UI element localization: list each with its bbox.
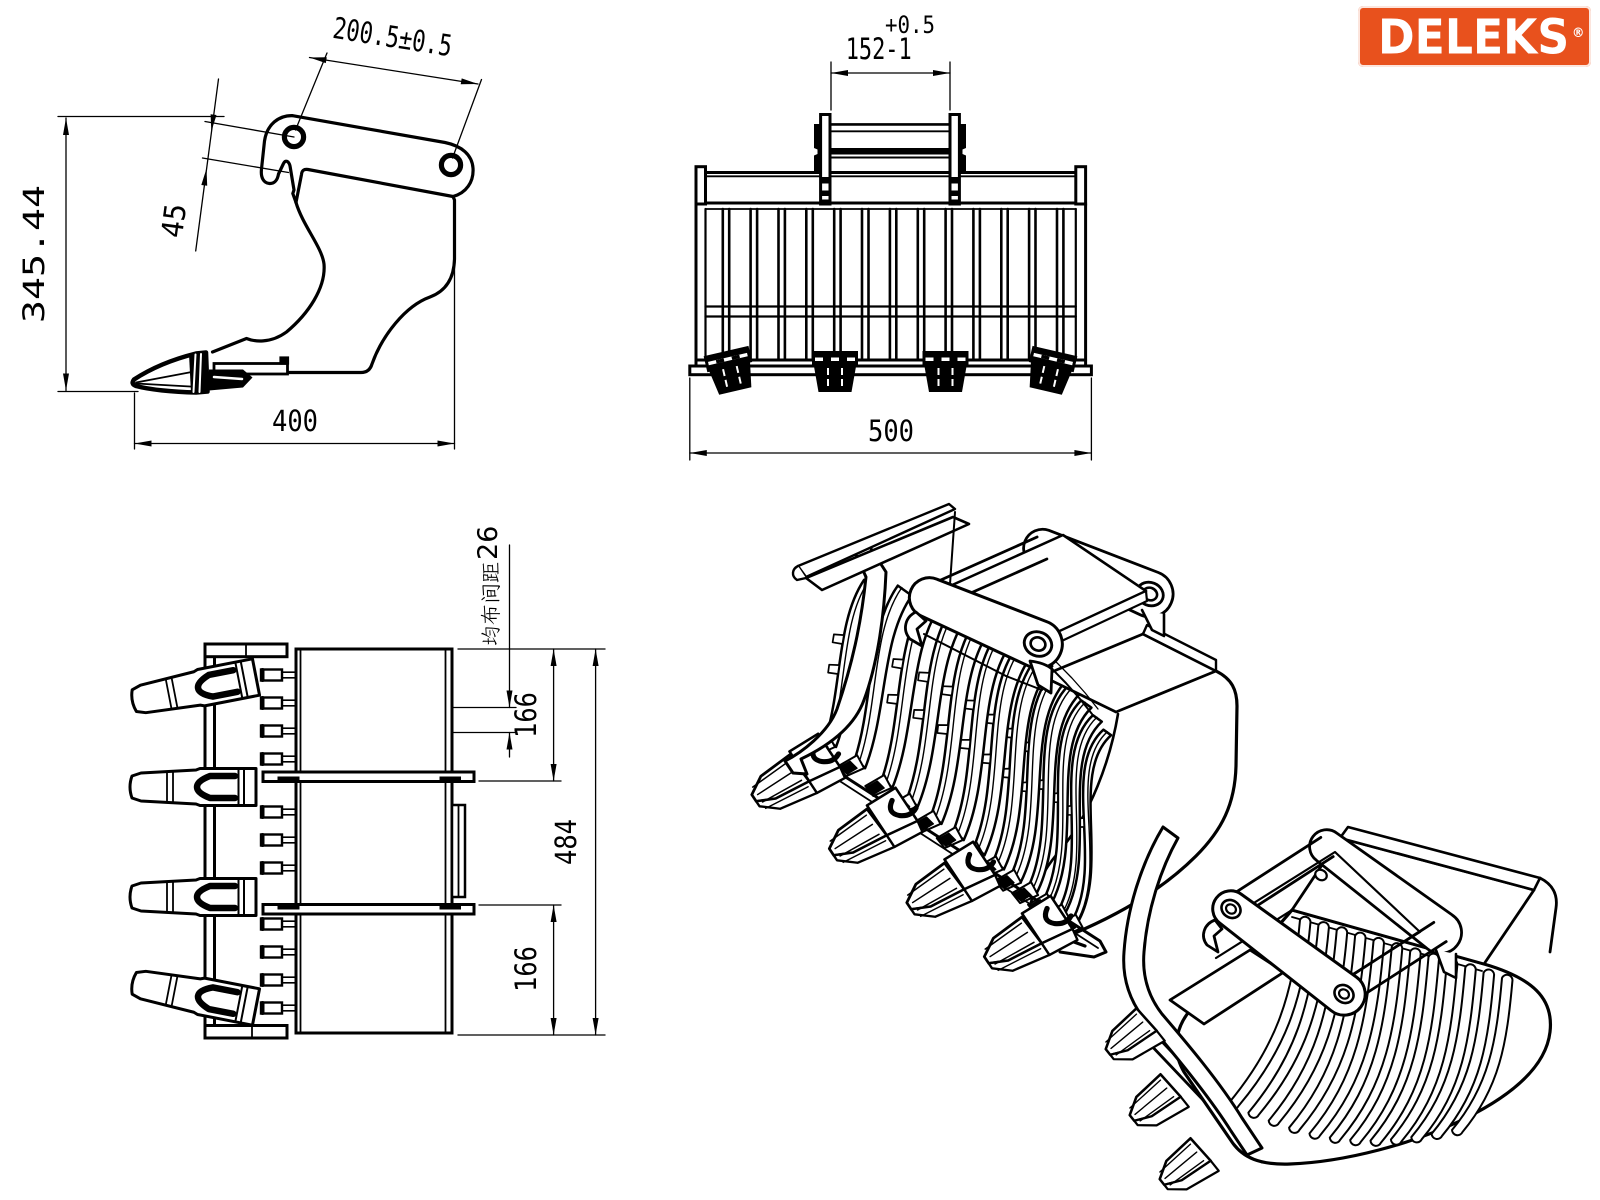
iso-tooth [905,840,1002,918]
cjk-glyph [481,627,500,646]
plan-tooth [130,657,262,715]
side-dimensions: 345.44 400 200.5±0.5 45 [17,11,483,450]
dim-front-mount-width: 152-1 [846,32,912,66]
front-tooth [703,345,753,395]
dim-side-depth: 400 [272,404,318,438]
side-bucket-body [210,113,475,375]
cjk-glyph [480,605,501,625]
digit-glyph [476,527,498,541]
dim-plan-section-top: 166 [509,692,543,738]
cjk-glyph [482,562,499,583]
plan-tooth [128,767,258,807]
dim-front-width: 500 [868,414,914,448]
iso-tooth [1104,1006,1166,1061]
deleks-logo: DELEKS® [1358,6,1591,67]
plan-tooth [128,877,258,917]
iso-tooth [1128,1072,1190,1127]
view-front: +0.5 152-1 500 [688,11,1093,461]
view-iso-rear [1104,825,1558,1191]
cjk-glyph [481,585,501,602]
dim-front-mount-tolerance: +0.5 [885,11,935,39]
view-iso-front [750,502,1239,972]
side-pin-holes [281,124,464,178]
digit-glyph [476,545,497,559]
iso-tooth [750,732,847,810]
plan-teeth [128,657,262,1027]
view-plan: 均布间距26 166 484 166 [128,527,606,1040]
plan-tooth [130,969,262,1027]
dim-side-plate-width: 45 [155,202,193,240]
front-tooth [812,351,858,392]
logo-brand-text: DELEKS [1378,8,1570,65]
front-teeth [703,345,1078,395]
front-tooth [922,351,969,392]
view-side: 345.44 400 200.5±0.5 45 [17,11,483,450]
dim-plan-total-width: 484 [549,819,583,865]
dim-plan-section-bottom: 166 [509,946,543,992]
front-mount-bracket [814,113,966,206]
side-tooth-assembly [130,350,290,395]
iso-tooth [982,894,1079,972]
dim-side-height: 345.44 [17,185,51,323]
plan-rib-spacing-note-glyphs [476,527,501,646]
iso-tooth [1158,1136,1220,1191]
dim-side-pin-distance: 200.5±0.5 [331,11,455,63]
front-tooth [1028,345,1078,395]
iso-tooth [827,786,924,864]
logo-registered-mark: ® [1572,25,1585,41]
